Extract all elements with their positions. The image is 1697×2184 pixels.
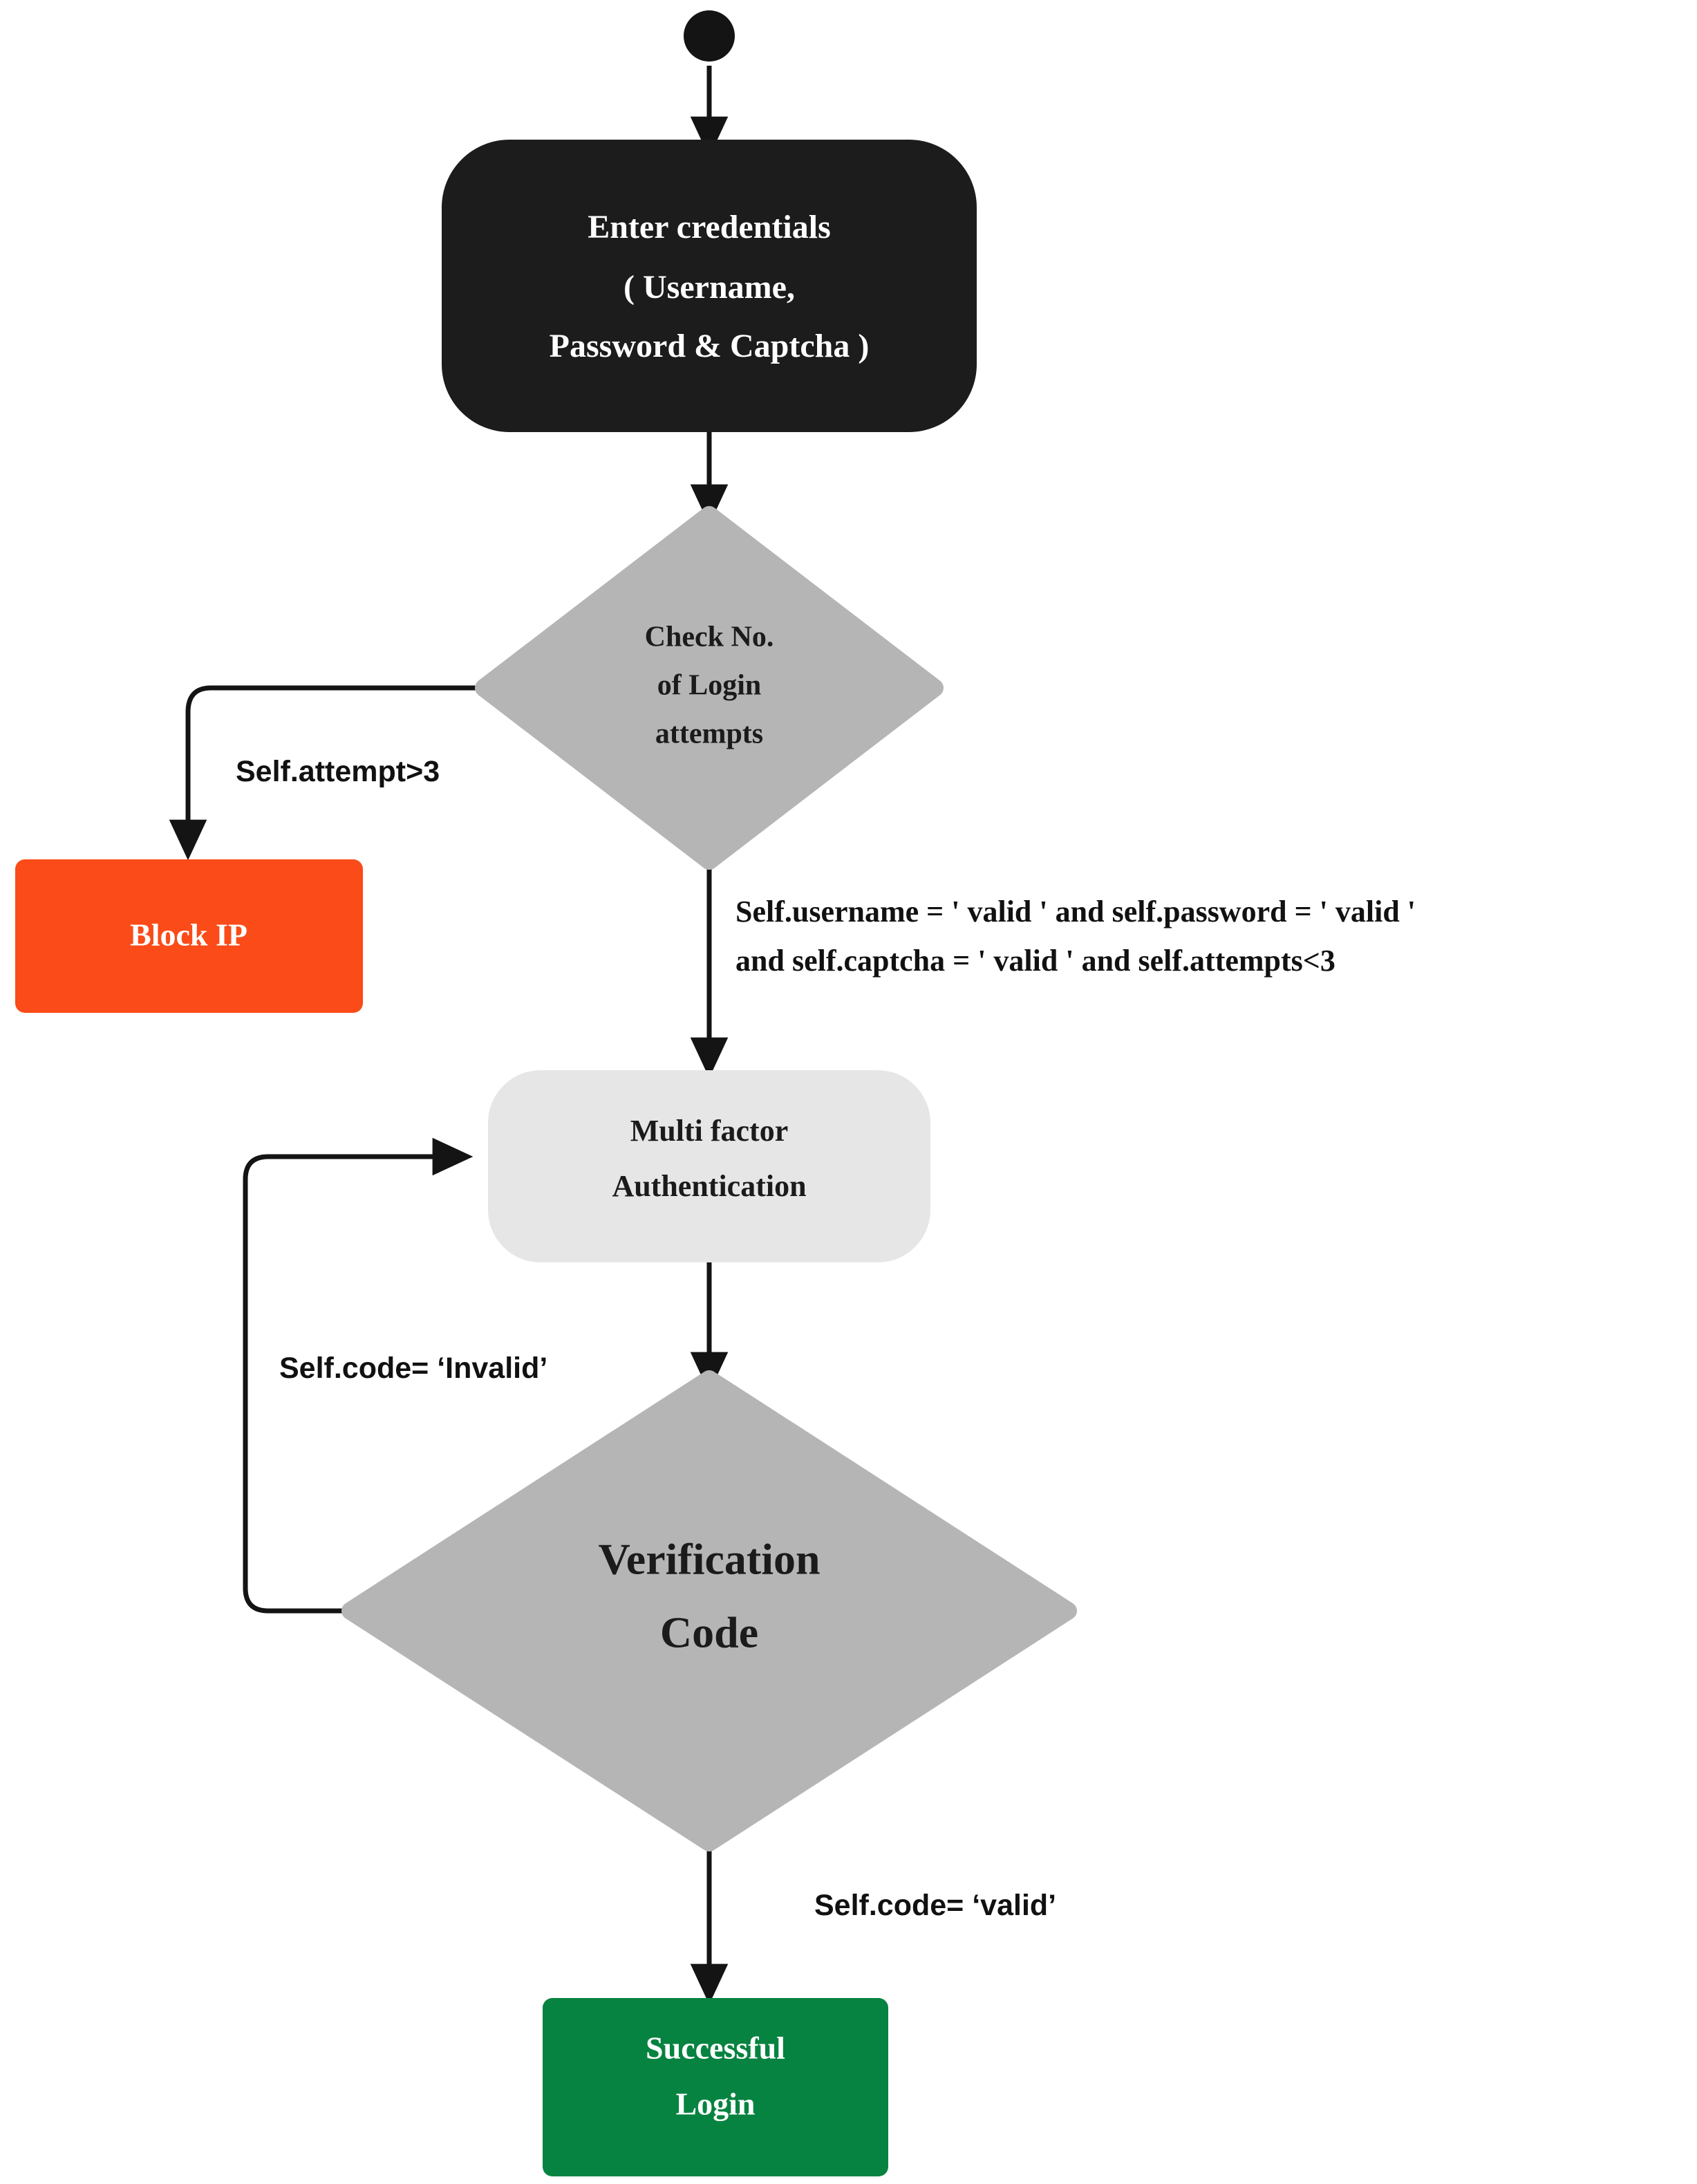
node-enter-credentials[interactable]: Enter credentials ( Username, Password &… [442, 140, 977, 432]
node-verification-code-line-2: Code [660, 1608, 758, 1657]
node-check-login-attempts-line-1: Check No. [645, 622, 774, 653]
node-successful-login-line-2: Login [675, 2087, 755, 2122]
node-multi-factor-auth-line-2: Authentication [612, 1169, 806, 1203]
node-check-login-attempts-line-2: of Login [657, 670, 762, 702]
edge-label-code-valid: Self.code= ‘valid’ [814, 1889, 1056, 1922]
node-multi-factor-auth[interactable]: Multi factor Authentication [488, 1070, 930, 1262]
edge-check-to-block-ip [169, 685, 477, 861]
node-successful-login-line-1: Successful [646, 2031, 785, 2066]
node-verification-code[interactable]: Verification Code [341, 1370, 1077, 1851]
node-enter-credentials-line-2: ( Username, [624, 269, 795, 306]
node-verification-code-line-1: Verification [598, 1535, 820, 1584]
node-successful-login[interactable]: Successful Login [543, 1998, 888, 2176]
node-check-login-attempts-line-3: attempts [655, 718, 763, 750]
edge-label-code-invalid: Self.code= ‘Invalid’ [279, 1352, 547, 1385]
edge-verification-invalid-loop [243, 1137, 474, 1614]
edge-label-credentials-valid-line-2: and self.captcha = ' valid ' and self.at… [735, 944, 1335, 978]
node-enter-credentials-line-3: Password & Captcha ) [550, 328, 870, 364]
edge-label-credentials-valid-line-1: Self.username = ' valid ' and self.passw… [735, 895, 1416, 928]
node-check-login-attempts[interactable]: Check No. of Login attempts [475, 506, 944, 870]
node-multi-factor-auth-line-1: Multi factor [630, 1114, 788, 1148]
node-enter-credentials-line-1: Enter credentials [588, 209, 831, 245]
node-block-ip[interactable]: Block IP [15, 859, 363, 1013]
edge-label-attempt-exceeded: Self.attempt>3 [236, 755, 440, 788]
node-block-ip-label: Block IP [130, 917, 247, 953]
node-start[interactable] [684, 10, 735, 62]
